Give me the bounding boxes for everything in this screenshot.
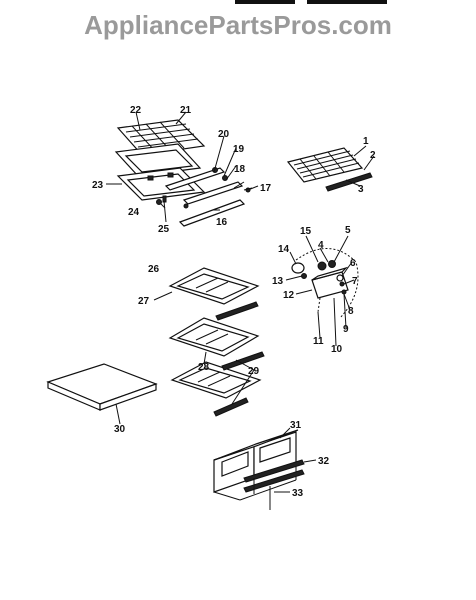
callout-7: 7 [352, 276, 358, 287]
watermark-text: AppliancePartsPros.com [84, 10, 392, 40]
callout-17: 17 [260, 183, 272, 194]
header-bars [235, 0, 387, 4]
callout-16: 16 [216, 217, 228, 228]
callout-32: 32 [318, 456, 330, 467]
glass-shelf-assembly [114, 119, 259, 227]
callout-11: 11 [313, 336, 324, 347]
callout-25: 25 [158, 224, 170, 235]
callout-21: 21 [180, 105, 192, 116]
callout-33: 33 [292, 488, 304, 499]
callout-20: 20 [218, 129, 230, 140]
callout-10: 10 [331, 344, 343, 355]
callout-2: 2 [370, 150, 376, 161]
callout-14: 14 [278, 244, 290, 255]
callout-27: 27 [138, 296, 150, 307]
callout-19: 19 [233, 144, 245, 155]
callout-4: 4 [318, 240, 324, 251]
callout-9: 9 [343, 324, 349, 335]
callout-8: 8 [348, 306, 354, 317]
callout-29: 29 [248, 366, 260, 377]
callout-23: 23 [92, 180, 104, 191]
leader-lines [106, 111, 375, 510]
callout-22: 22 [130, 105, 142, 116]
callout-6: 6 [350, 258, 356, 269]
callout-24: 24 [128, 207, 140, 218]
callout-1: 1 [363, 136, 369, 147]
callout-13: 13 [272, 276, 284, 287]
crisper-grille [286, 147, 373, 192]
callout-26: 26 [148, 264, 160, 275]
callout-18: 18 [234, 164, 246, 175]
glass-shelves [168, 267, 265, 417]
callout-28: 28 [198, 362, 210, 373]
control-housing-assembly [291, 248, 359, 319]
callout-5: 5 [345, 225, 351, 236]
crisper-cover [46, 363, 158, 411]
callout-3: 3 [358, 184, 364, 195]
callout-31: 31 [290, 420, 302, 431]
callout-12: 12 [283, 290, 295, 301]
callout-30: 30 [114, 424, 126, 435]
callout-15: 15 [300, 226, 312, 237]
crisper-drawers [213, 429, 305, 501]
